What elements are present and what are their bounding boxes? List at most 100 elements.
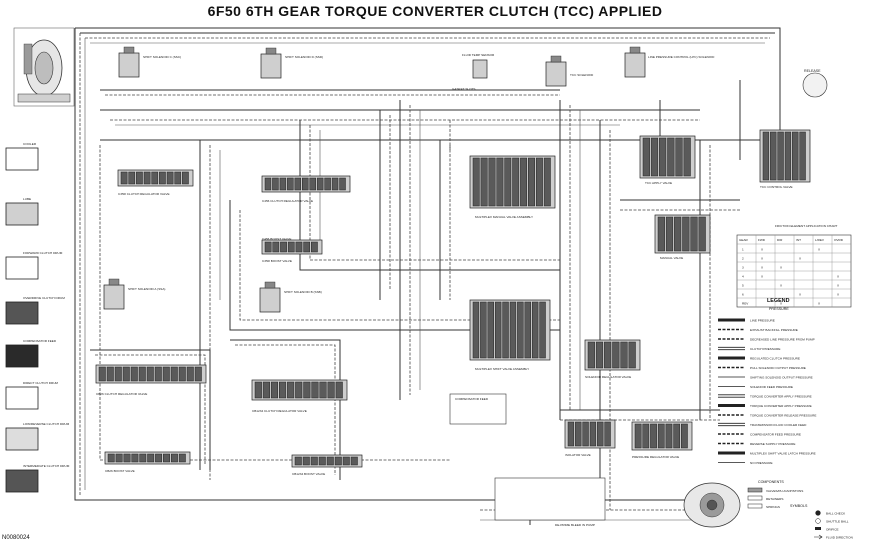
shift-solenoid-c: SHIFT SOLENOID C (SSC) (118, 46, 181, 78)
valve-4: CB1234 CLUTCH REGULATOR VALVE (251, 379, 348, 413)
friction-cell: X (799, 293, 801, 297)
legend-label-2: DECREASED LINE PRESSURE FROM PUMP (750, 337, 815, 341)
legend-item-9: TORQUE CONVERTER APPLY PRESSURE (718, 404, 812, 408)
legend-item-1: EXHAUST BACKFILL PRESSURE (718, 328, 798, 332)
deprime-bleed-box: DE-PRIME BLEED IN PUMP (494, 477, 606, 527)
legend-item-13: REVERSE SUPPLY PRESSURE (718, 442, 795, 446)
legend-label-15: NO PRESSURE (750, 461, 773, 465)
legend-item-12: COMPENSATOR FEED PRESSURE (718, 432, 801, 436)
legend-label-1: EXHAUST BACKFILL PRESSURE (750, 328, 798, 332)
legend-title: LEGEND (767, 298, 790, 304)
tcc-solenoid: TCC SOLENOID (545, 55, 594, 87)
component-label-0: VALVES/PLUGS/PISTONS (766, 489, 803, 493)
clutch-element-7: INTERMEDIATE CLUTCH DRUM (5, 464, 70, 493)
friction-cell: X (799, 257, 801, 261)
valve-2: C35R CLUTCH REGULATOR VALVE (117, 169, 194, 196)
symbols-title: SYMBOLS (790, 504, 808, 508)
valve-label-4: CB1234 CLUTCH REGULATOR VALVE (252, 409, 307, 413)
legend-item-3: CLUTCH PRESSURE (718, 347, 780, 351)
legend-item-14: MULTIPLEX SHIFT VALVE LATCH PRESSURE (718, 451, 816, 455)
friction-cell: 6 (742, 293, 744, 297)
clutch-label-1: LUBE (23, 197, 31, 201)
friction-header-1: FWD (758, 238, 766, 242)
legend-item-8: TORQUE CONVERTER APPLY PRESSURE (718, 394, 812, 398)
valve-label-7: C456 BOOST VALVE (262, 237, 291, 241)
legend-item-6: SHIFTING SOLENOID OUTPUT PRESSURE (718, 375, 813, 379)
valve-10: MANUAL VALVE (654, 214, 711, 260)
legend-label-3: CLUTCH PRESSURE (750, 347, 780, 351)
legend-item-5: PULL SOLENOID OUTPUT PRESSURE (718, 366, 806, 370)
legend-label-14: MULTIPLEX SHIFT VALVE LATCH PRESSURE (750, 451, 816, 455)
clutch-label-7: INTERMEDIATE CLUTCH DRUM (23, 464, 70, 468)
friction-cell: X (818, 302, 820, 306)
friction-cell: X (761, 266, 763, 270)
valve-label-9: MULTIPLEX SHIFT VALVE ASSEMBLY (475, 367, 529, 371)
shift-solenoid-a: SHIFT SOLENOID A (SSA) (103, 278, 165, 310)
valve-label-0: CB26 CLUTCH REGULATOR VALVE (96, 392, 147, 396)
valve-label-10: MANUAL VALVE (660, 256, 683, 260)
svg-text:COMPENSATOR FEED: COMPENSATOR FEED (455, 397, 489, 401)
valve-13: SOLENOID REGULATOR VALVE (584, 339, 641, 379)
legend-label-8: TORQUE CONVERTER APPLY PRESSURE (750, 394, 812, 398)
friction-cell: 5 (742, 284, 744, 288)
valve-label-15: PRESSURE REGULATOR VALVE (632, 455, 679, 459)
valves: CB26 CLUTCH REGULATOR VALVE CB26 BOOST VA… (95, 129, 811, 476)
clutch-element-6: LOW/REVERSE CLUTCH DRUM (5, 422, 70, 451)
clutch-label-4: COMPENSATOR FEED (23, 339, 57, 343)
friction-header-3: INT (796, 238, 801, 242)
svg-text:FLUID TEMP SENSOR: FLUID TEMP SENSOR (462, 53, 495, 57)
clutch-element-0: COOLER (5, 142, 39, 171)
friction-cell: 2 (742, 257, 744, 261)
legend-label-7: SOLENOID FEED PRESSURE (750, 385, 793, 389)
symbol-item-2: ORIFICE (815, 527, 839, 532)
clutch-elements: COOLER LUBE FORWARD CLUTCH DRUM OVERDRIVE C… (5, 142, 70, 493)
torque-converter-illustration (13, 27, 75, 107)
svg-text:LINE PRESSURE CONTROL (LPC) SO: LINE PRESSURE CONTROL (LPC) SOLENOID (648, 55, 715, 59)
valve-1: CB26 BOOST VALVE (104, 451, 191, 473)
friction-cell: X (780, 284, 782, 288)
svg-text:DE-PRIME BLEED IN PUMP: DE-PRIME BLEED IN PUMP (555, 523, 595, 527)
clutch-element-3: OVERDRIVE CLUTCH DRUM (5, 296, 65, 325)
svg-text:SHIFT SOLENOID A (SSA): SHIFT SOLENOID A (SSA) (128, 287, 165, 291)
friction-cell: 3 (742, 266, 744, 270)
legend-label-11: TRANSMISSION FLUID COOLER FEED (750, 423, 807, 427)
friction-cell: X (761, 248, 763, 252)
misc-labels: FLUID TEMP SENSOR GASKET SLOTS RELEASE C… (449, 53, 828, 528)
friction-cell: 4 (742, 275, 744, 279)
valve-8: MULTIPLEX MANUAL VALVE ASSEMBLY (469, 155, 556, 219)
svg-text:SHIFT SOLENOID C (SSC): SHIFT SOLENOID C (SSC) (143, 55, 181, 59)
friction-cell: X (837, 275, 839, 279)
clutch-element-4: COMPENSATOR FEED (5, 339, 57, 368)
friction-cell: X (837, 284, 839, 288)
friction-header-0: GEAR (739, 238, 749, 242)
component-item-2: SPRINGS (747, 503, 780, 509)
legend-item-7: SOLENOID FEED PRESSURE (718, 385, 793, 389)
pump-illustration (683, 482, 741, 528)
clutch-label-6: LOW/REVERSE CLUTCH DRUM (23, 422, 70, 426)
friction-header-4: L/REV (815, 238, 825, 242)
clutch-element-1: LUBE (5, 197, 39, 226)
symbol-label-3: FLUID DIRECTION (826, 536, 853, 540)
shift-solenoid-b: SHIFT SOLENOID B (SSB) (259, 281, 322, 313)
valve-11: TCC APPLY VALVE (639, 135, 696, 185)
friction-cell: REV (742, 302, 749, 306)
clutch-label-0: COOLER (23, 142, 37, 146)
valve-label-11: TCC APPLY VALVE (645, 181, 672, 185)
clutch-element-2: FORWARD CLUTCH DRUM (5, 251, 63, 280)
friction-cell: X (761, 257, 763, 261)
valve-label-1: CB26 BOOST VALVE (105, 469, 135, 473)
fluid-temp-sensor: FLUID TEMP SENSOR (462, 53, 495, 79)
release-indicator: RELEASE (802, 69, 828, 98)
symbol-item-3: FLUID DIRECTION (814, 534, 853, 540)
clutch-element-5: DIRECT CLUTCH DRUM (5, 381, 58, 410)
legend-item-11: TRANSMISSION FLUID COOLER FEED (718, 423, 807, 427)
valve-label-13: SOLENOID REGULATOR VALVE (585, 375, 631, 379)
legend-label-10: TORQUE CONVERTER RELEASE PRESSURE (750, 413, 816, 417)
friction-cell: 1 (742, 248, 744, 252)
svg-text:TCC SOLENOID: TCC SOLENOID (570, 73, 594, 77)
